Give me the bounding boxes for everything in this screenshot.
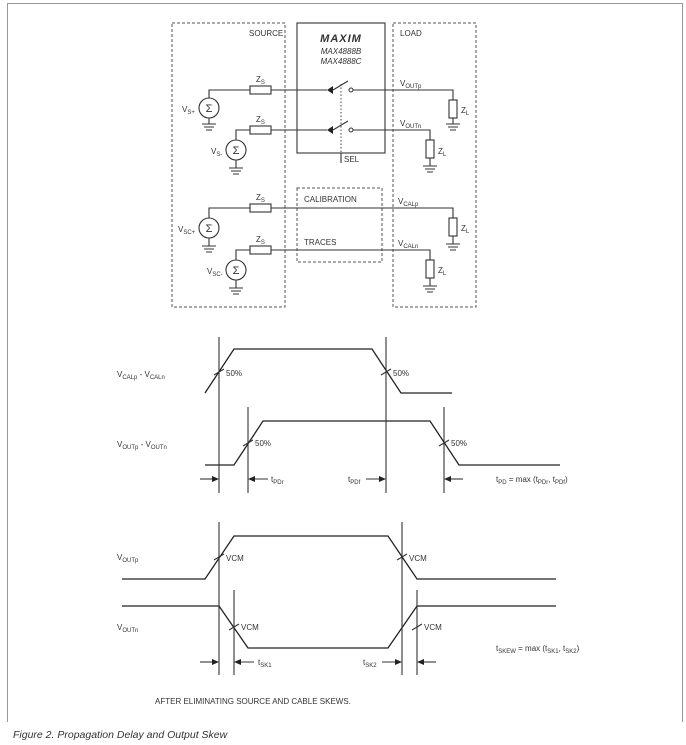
calibration-box [296,187,383,263]
switch-contact [348,87,354,93]
source-box [171,22,286,308]
load-box [392,22,477,308]
pct50-label: 50% [393,369,409,378]
row-vsc-minus: Σ ZS VCALn ZL VSC- [207,235,447,295]
label-vcal-diff: VCALp - VCALn [117,370,165,381]
svg-text:ZL: ZL [461,224,470,235]
calibration-label: CALIBRATION [304,195,357,204]
vcm-label: VCM [241,623,259,632]
switch-pivot [327,86,333,94]
svg-text:Σ: Σ [233,145,240,157]
svg-text:VSC+: VSC+ [178,225,196,236]
svg-text:VOUTn: VOUTn [400,119,421,130]
wave-voutp [122,535,556,580]
vcm-label: VCM [424,623,442,632]
figure-caption: Figure 2. Propagation Delay and Output S… [13,729,228,741]
svg-text:ZL: ZL [461,106,470,117]
svg-text:ZS: ZS [256,75,265,86]
svg-text:Σ: Σ [233,265,240,277]
wave-vcal-diff [204,348,452,394]
part-number-c: MAX4888C [321,57,362,66]
sel-label: SEL [344,155,360,164]
vcm-label: VCM [409,554,427,563]
tpdf-label: tPDf [348,475,361,486]
svg-text:ZS: ZS [256,115,265,126]
svg-text:ZS: ZS [256,193,265,204]
zl-resistor [448,99,458,119]
timing-propagation-delay: VCALp - VCALn VOUTp - VOUTn 50% 50% 50% … [117,337,568,493]
circuit-diagram: SOURCE LOAD MAXIM MAX4888B MAX4888C SEL … [171,22,477,308]
timing-output-skew: VOUTp VOUTn VCM VCM VCM VCM tSK1 tSK2 tS… [117,522,580,706]
wave-voutn [122,605,556,649]
label-voutp: VOUTp [117,553,139,564]
load-label: LOAD [400,29,422,38]
maxim-logo: MAXIM [320,33,362,45]
label-vout-diff: VOUTp - VOUTn [117,440,167,451]
figure-frame: SOURCE LOAD MAXIM MAX4888B MAX4888C SEL … [7,3,683,722]
switch-blade [332,80,349,91]
part-number-b: MAX4888B [321,47,362,56]
sigma-icon: Σ [206,103,213,115]
skew-note: AFTER ELIMINATING SOURCE AND CABLE SKEWS… [155,697,351,706]
tpdr-label: tPDr [271,475,284,486]
svg-text:Σ: Σ [206,223,213,235]
label-voutn: VOUTn [117,623,138,634]
svg-text:ZS: ZS [256,235,265,246]
svg-text:VS+: VS+ [182,105,195,116]
source-label: SOURCE [249,29,283,38]
row-vs-minus: Σ ZS VOUTn ZL VS- [211,115,447,175]
traces-label: TRACES [304,238,336,247]
vcm-label: VCM [226,554,244,563]
row-vs-plus: Σ ZS VOUTp ZL VS+ [182,75,470,131]
frame-border [7,3,683,722]
row-vsc-plus: Σ ZS VCALp ZL VSC+ [178,193,470,253]
svg-text:VCALp: VCALp [398,197,419,208]
pct50-label: 50% [226,369,242,378]
svg-text:VOUTp: VOUTp [400,79,422,90]
svg-text:VCALn: VCALn [398,239,418,250]
svg-text:ZL: ZL [438,147,447,158]
pct50-label: 50% [451,439,467,448]
svg-text:VSC-: VSC- [207,267,223,278]
tpd-formula: tPD = max (tPDr, tPDf) [496,475,568,486]
wave-vout-diff [205,420,560,466]
tsk1-label: tSK1 [258,658,272,669]
tskew-formula: tSKEW = max (tSK1, tSK2) [496,644,580,655]
tsk2-label: tSK2 [363,658,377,669]
pct50-label: 50% [255,439,271,448]
svg-text:ZL: ZL [438,266,447,277]
zs-resistor [249,85,272,95]
svg-text:VS-: VS- [211,147,222,158]
